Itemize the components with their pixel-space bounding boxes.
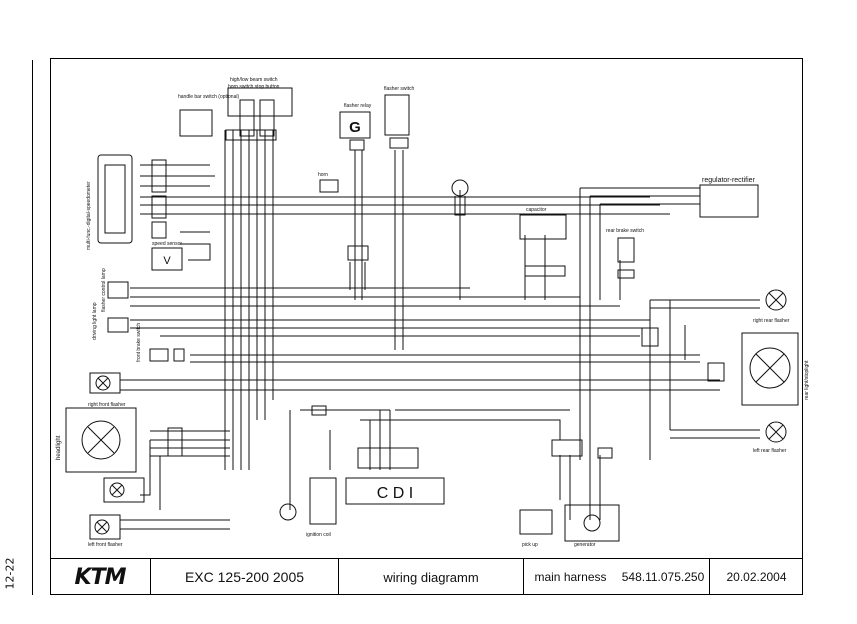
handlebar-switch-label: handle bar switch (optional) <box>178 94 239 100</box>
flasher-relay-label: flasher relay <box>344 103 372 109</box>
rear-brake-switch-label: rear brake switch <box>606 228 644 234</box>
title-block: KTM EXC 125-200 2005 wiring diagramm mai… <box>50 558 803 595</box>
flasher-switch-label: flasher switch <box>384 86 415 92</box>
driving-lamp-label: driving light lamp <box>92 302 98 340</box>
speed-sensor-label: speed sensor <box>152 241 182 247</box>
model-cell: EXC 125-200 2005 <box>150 559 338 595</box>
left-front-flasher-label: left front flasher <box>88 542 123 548</box>
flasher-relay-letter: G <box>349 119 361 136</box>
generator-label: generator <box>574 542 596 548</box>
doc-type-cell: wiring diagramm <box>338 559 523 595</box>
brand-logo: KTM <box>74 564 127 590</box>
right-rear-flasher-label: right rear flasher <box>753 318 790 324</box>
ignition-coil-label: ignition coil <box>306 532 331 538</box>
horn-stop-label: horn switch stop button <box>228 84 280 90</box>
right-front-flasher-label: right front flasher <box>88 402 126 408</box>
speed-sensor-letter: V <box>163 255 171 267</box>
indicator-lamp-label: flasher control lamp <box>101 268 107 312</box>
beam-switch-label: high/low beam switch <box>230 77 278 83</box>
horn-label: horn <box>318 172 328 178</box>
regulator-label: regulator-rectifier <box>702 177 756 184</box>
rear-light-label: rear light/stoplight <box>804 360 810 400</box>
date-cell: 20.02.2004 <box>709 559 803 595</box>
pickup-label: pick up <box>522 542 538 548</box>
cdi-text: C D I <box>377 485 413 502</box>
speedometer-label: multi-func.-digital-speedometer <box>86 181 92 250</box>
diagram-sheet <box>50 58 803 595</box>
left-rear-flasher-label: left rear flasher <box>753 448 787 454</box>
margin-rule <box>32 60 33 595</box>
section-cell: main harness <box>523 559 617 595</box>
headlight-label: headlight <box>56 435 62 460</box>
part-number-cell: 548.11.075.250 <box>621 570 705 584</box>
capacitor-label: capacitor <box>526 207 547 213</box>
front-brake-switch-label: front brake switch <box>136 323 142 362</box>
